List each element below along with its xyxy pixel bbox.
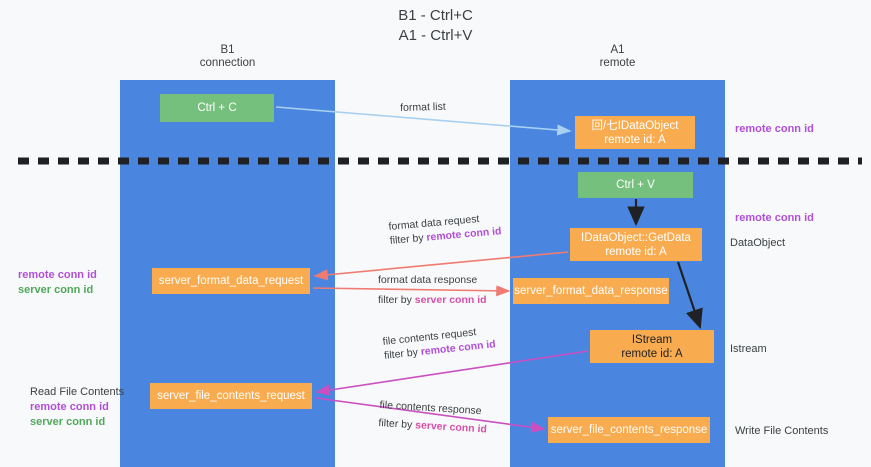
- filter-key-server-conn-id: server conn id: [414, 294, 487, 306]
- node-server-format-data-request-label: server_format_data_request: [158, 275, 304, 287]
- column-a1-name: A1: [610, 44, 625, 56]
- filter-key-server-conn-id: server conn id: [414, 419, 488, 436]
- annotation-left-read-file-contents-group: Read File Contents remote conn id server…: [30, 385, 124, 430]
- node-server-file-contents-response[interactable]: server_file_contents_response: [548, 417, 710, 443]
- annotation-left-remote-conn-id: remote conn id: [18, 269, 97, 281]
- annotation-write-file-contents: Write File Contents: [735, 424, 828, 439]
- annotation-left-server-conn-id-2: server conn id: [30, 416, 106, 428]
- annotation-left-server-conn-id: server conn id: [18, 284, 94, 296]
- title-line-1: B1 - Ctrl+C: [398, 7, 473, 24]
- label-file-contents-request: file contents request filter by remote c…: [382, 323, 496, 363]
- node-getdata-line1: IDataObject::GetData: [581, 231, 691, 244]
- label-format-list: format list: [400, 100, 446, 115]
- label-file-contents-response: file contents response filter by server …: [378, 398, 488, 437]
- node-idataobject-line2: remote id: A: [604, 133, 666, 146]
- annotation-remote-conn-id-mid: remote conn id: [735, 211, 814, 226]
- filter-prefix: filter by: [383, 346, 422, 362]
- node-istream[interactable]: IStream remote id: A: [590, 330, 714, 363]
- node-istream-line1: IStream: [631, 333, 673, 346]
- annotation-left-conn-ids-top: remote conn id server conn id: [18, 268, 97, 298]
- node-server-file-contents-response-label: server_file_contents_response: [550, 424, 708, 436]
- annotation-istream: Istream: [730, 342, 767, 357]
- annotation-remote-conn-id-mid-text: remote conn id: [735, 212, 814, 224]
- annotation-write-file-contents-text: Write File Contents: [735, 425, 829, 437]
- node-server-file-contents-request[interactable]: server_file_contents_request: [150, 383, 312, 409]
- node-server-format-data-request[interactable]: server_format_data_request: [152, 268, 310, 294]
- filter-prefix: filter by: [378, 294, 415, 306]
- annotation-istream-text: Istream: [730, 343, 767, 355]
- node-server-format-data-response[interactable]: server_format_data_response: [513, 278, 669, 304]
- column-header-a1: A1 remote: [510, 44, 725, 70]
- annotation-dataobject: DataObject: [730, 236, 785, 251]
- annotation-left-remote-conn-id-2: remote conn id: [30, 401, 109, 413]
- column-a1-role: remote: [599, 57, 636, 69]
- node-server-format-data-response-label: server_format_data_response: [514, 285, 668, 297]
- node-ctrl-v[interactable]: Ctrl + V: [578, 172, 693, 198]
- node-getdata-line2: remote id: A: [605, 245, 667, 258]
- filter-prefix: filter by: [378, 416, 416, 432]
- node-istream-line2: remote id: A: [621, 347, 683, 360]
- node-ctrl-c[interactable]: Ctrl + C: [160, 94, 274, 122]
- diagram-title: B1 - Ctrl+C A1 - Ctrl+V: [0, 6, 871, 46]
- annotation-dataobject-text: DataObject: [730, 237, 786, 249]
- column-b1-name: B1: [220, 44, 235, 56]
- filter-prefix: filter by: [389, 231, 427, 247]
- annotation-read-file-contents: Read File Contents: [30, 386, 125, 398]
- node-ctrl-v-label: Ctrl + V: [616, 179, 655, 191]
- annotation-remote-conn-id-top-text: remote conn id: [735, 123, 814, 135]
- node-idataobject-getdata[interactable]: IDataObject::GetData remote id: A: [570, 228, 702, 261]
- node-server-file-contents-request-label: server_file_contents_request: [157, 390, 305, 402]
- column-b1-role: connection: [199, 57, 256, 69]
- node-ctrl-c-label: Ctrl + C: [197, 102, 237, 114]
- node-idataobject[interactable]: 回/七IDataObject remote id: A: [575, 116, 695, 149]
- label-format-data-response: format data response filter by server co…: [378, 273, 487, 307]
- label-format-data-response-line1: format data response: [378, 274, 478, 286]
- label-format-list-text: format list: [400, 100, 446, 114]
- title-line-2: A1 - Ctrl+V: [398, 27, 473, 44]
- column-header-b1: B1 connection: [120, 44, 335, 70]
- label-format-data-request: format data request filter by remote con…: [388, 210, 502, 248]
- node-idataobject-line1: 回/七IDataObject: [591, 119, 679, 132]
- annotation-remote-conn-id-top: remote conn id: [735, 122, 814, 137]
- label-format-data-response-filter: filter by server conn id: [378, 293, 487, 307]
